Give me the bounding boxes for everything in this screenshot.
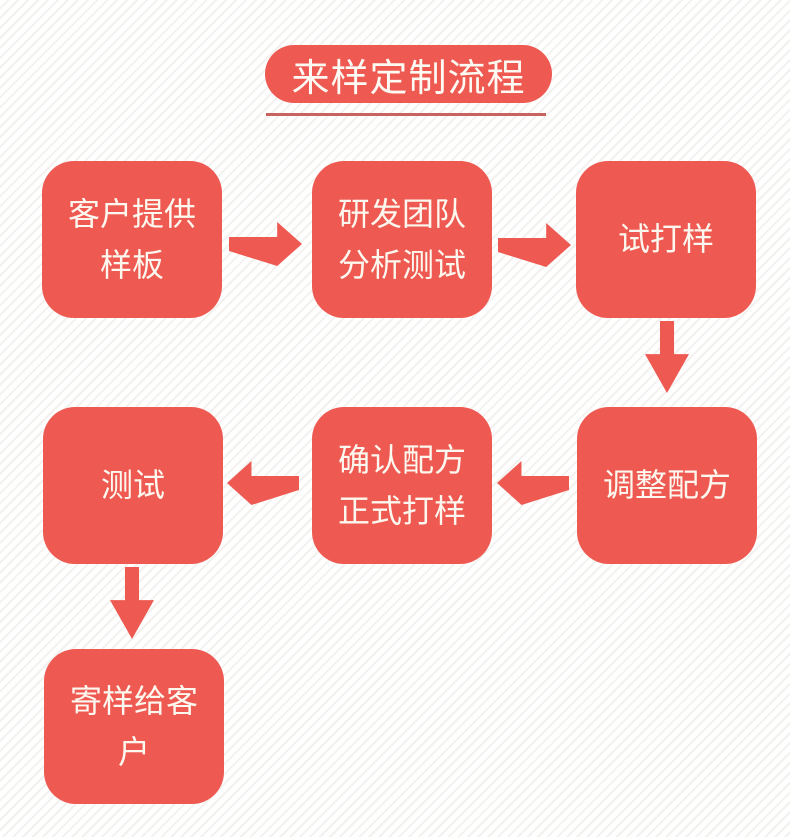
arrow-right-icon [498, 223, 571, 267]
node-confirm-formula-official-sampling: 确认配方 正式打样 [312, 407, 492, 564]
node-label: 寄样给客 户 [69, 682, 198, 770]
title-underline [266, 113, 546, 116]
node-trial-sampling: 试打样 [576, 161, 756, 318]
arrow-down-icon [110, 567, 154, 639]
arrow-left-icon [497, 461, 569, 505]
node-customer-provides-sample: 客户提供 样板 [42, 161, 222, 318]
node-label: 测试 [100, 467, 165, 503]
node-rnd-team-analysis: 研发团队 分析测试 [312, 161, 492, 318]
node-label: 研发团队 分析测试 [337, 195, 466, 283]
node-label: 调整配方 [602, 467, 731, 503]
node-send-sample-to-customer: 寄样给客 户 [44, 649, 224, 804]
node-testing: 测试 [43, 407, 223, 564]
arrow-right-icon [229, 222, 302, 266]
title-pill: 来样定制流程 [265, 45, 552, 103]
arrow-left-icon [227, 461, 299, 505]
node-adjust-formula: 调整配方 [577, 407, 757, 564]
node-label: 确认配方 正式打样 [337, 441, 466, 529]
arrow-down-icon [645, 321, 689, 393]
node-label: 客户提供 样板 [67, 195, 196, 283]
node-label: 试打样 [617, 221, 714, 257]
page-title: 来样定制流程 [291, 57, 526, 100]
